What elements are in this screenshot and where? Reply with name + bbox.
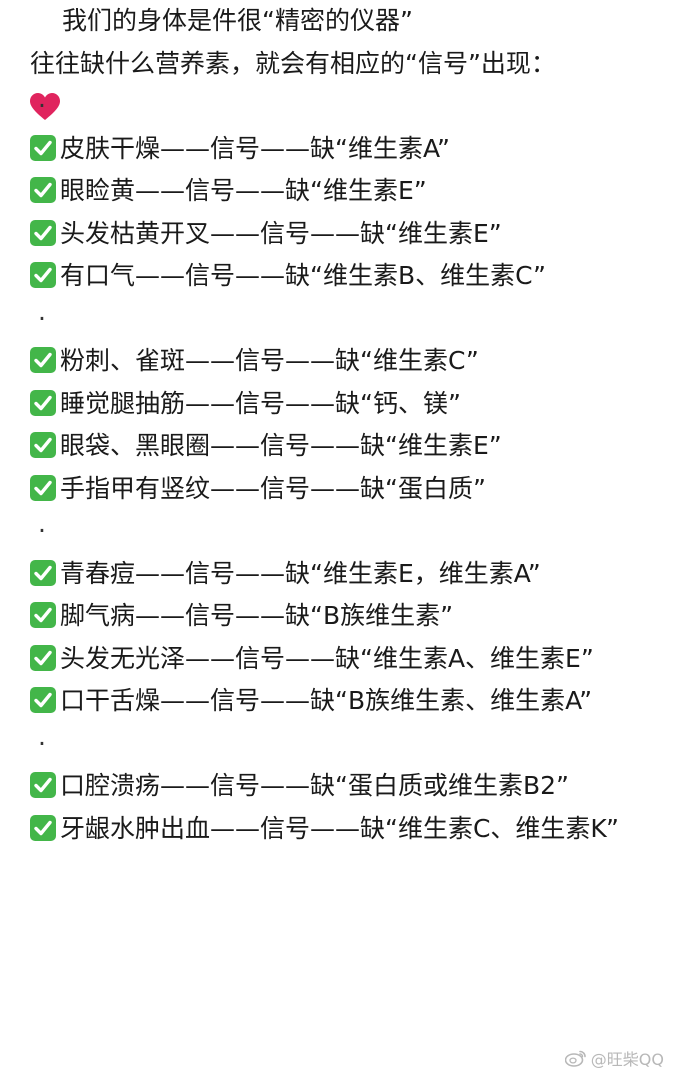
list-item: 眼睑黄——信号——缺“维生素E” xyxy=(30,170,650,213)
list-item: 眼袋、黑眼圈——信号——缺“维生素E” xyxy=(30,425,650,468)
check-mark-icon xyxy=(30,602,56,628)
list-item: 口腔溃疡——信号——缺“蛋白质或维生素B2” xyxy=(30,765,650,808)
check-mark-icon xyxy=(30,347,56,373)
separator-dot: · xyxy=(38,303,46,333)
check-mark-icon xyxy=(30,219,56,246)
check-mark-icon xyxy=(30,687,56,713)
check-mark-icon xyxy=(30,389,56,416)
separator-dot: · xyxy=(38,516,46,545)
check-mark-icon xyxy=(30,177,56,203)
group-1: · 皮肤干燥——信号——缺“维生素A” 眼睑黄——信号——缺“维生素E” 头发枯… xyxy=(30,85,650,298)
watermark-text: @旺柴QQ xyxy=(590,1050,664,1069)
page-title: 我们的身体是件很“精密的仪器” xyxy=(62,6,413,35)
document-body: 我们的身体是件很“精密的仪器” 往往缺什么营养素，就会有相应的“信号”出现： ·… xyxy=(30,0,650,850)
group-4: · 口腔溃疡——信号——缺“蛋白质或维生素B2” 牙龈水肿出血——信号——缺“维… xyxy=(30,723,650,851)
list-item: 睡觉腿抽筋——信号——缺“钙、镁” xyxy=(30,383,650,426)
list-item: 有口气——信号——缺“维生素B、维生素C” xyxy=(30,255,650,298)
list-item: 头发枯黄开叉——信号——缺“维生素E” xyxy=(30,213,650,256)
intro-subtitle: 往往缺什么营养素，就会有相应的“信号”出现： xyxy=(30,48,556,78)
list-item: 脚气病——信号——缺“B族维生素” xyxy=(30,595,650,638)
check-mark-icon xyxy=(30,814,56,841)
weibo-icon xyxy=(564,1049,587,1067)
check-mark-icon xyxy=(30,559,56,586)
separator-dot: · xyxy=(38,91,46,120)
group-3: · 青春痘——信号——缺“维生素E，维生素A” 脚气病——信号——缺“B族维生素… xyxy=(30,510,650,723)
check-mark-icon xyxy=(30,432,56,458)
list-item: 牙龈水肿出血——信号——缺“维生素C、维生素K” xyxy=(30,808,650,851)
group-2: · 粉刺、雀斑——信号——缺“维生素C” 睡觉腿抽筋——信号——缺“钙、镁” 眼… xyxy=(30,298,650,511)
list-item: 手指甲有竖纹——信号——缺“蛋白质” xyxy=(30,468,650,511)
list-item: 青春痘——信号——缺“维生素E，维生素A” xyxy=(30,553,650,596)
list-item: 头发无光泽——信号——缺“维生素A、维生素E” xyxy=(30,638,650,681)
check-mark-icon xyxy=(30,134,56,161)
title-line: 我们的身体是件很“精密的仪器” xyxy=(30,0,650,121)
check-mark-icon xyxy=(30,474,56,501)
check-mark-icon xyxy=(30,772,56,798)
watermark: @旺柴QQ xyxy=(564,1046,664,1070)
check-mark-icon xyxy=(30,262,56,288)
list-item: 皮肤干燥——信号——缺“维生素A” xyxy=(30,128,650,171)
heart-icon xyxy=(30,7,60,121)
list-item: 粉刺、雀斑——信号——缺“维生素C” xyxy=(30,340,650,383)
check-mark-icon xyxy=(30,644,56,671)
separator-dot: · xyxy=(38,728,46,758)
list-item: 口干舌燥——信号——缺“B族维生素、维生素A” xyxy=(30,680,650,723)
